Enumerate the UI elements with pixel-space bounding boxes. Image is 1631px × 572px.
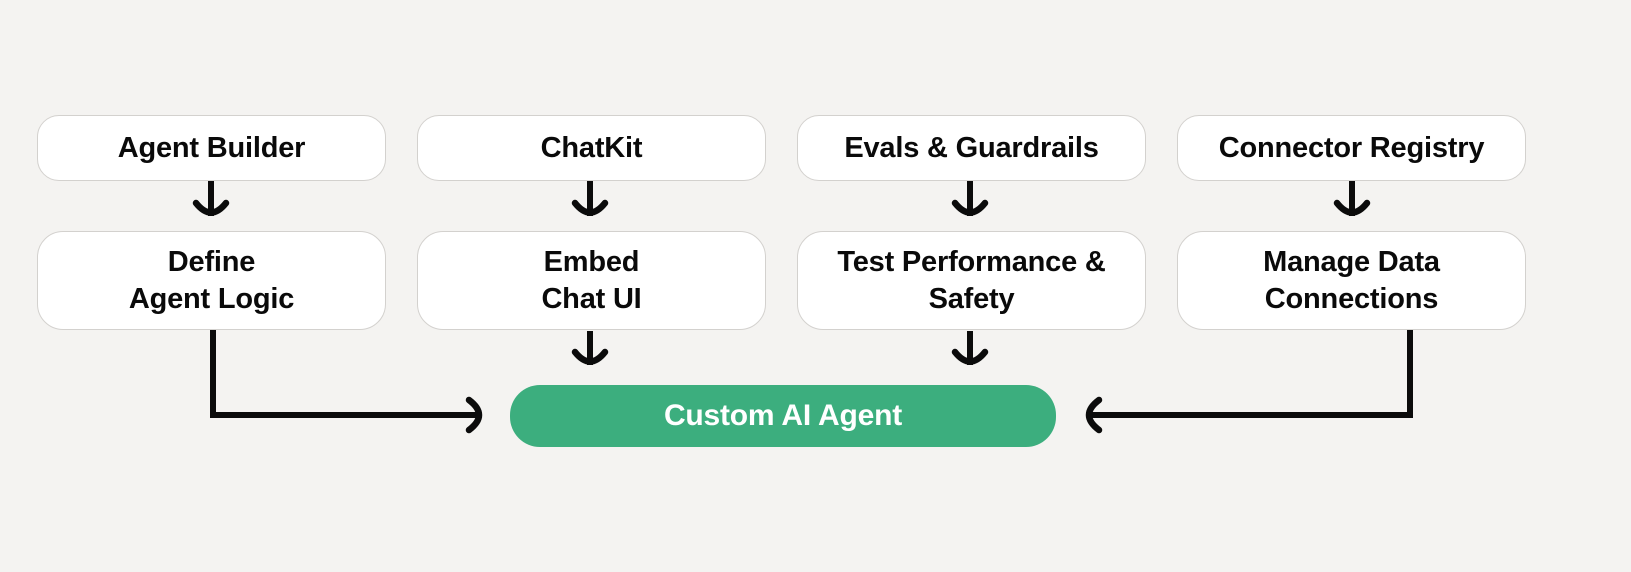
node-define-agent-logic[interactable]: Define Agent Logic bbox=[37, 231, 386, 330]
node-connector-registry-label: Connector Registry bbox=[1218, 131, 1485, 164]
node-chatkit-label: ChatKit bbox=[540, 131, 643, 164]
node-connector-registry[interactable]: Connector Registry bbox=[1177, 115, 1526, 181]
node-evals-guardrails-label: Evals & Guardrails bbox=[844, 131, 1099, 164]
node-embed-chat-ui-label: Embed Chat UI bbox=[541, 246, 642, 315]
embed-to-outcome-arrow bbox=[571, 331, 609, 365]
connector-registry-to-manage-arrow bbox=[1333, 180, 1371, 216]
node-define-agent-logic-label: Define Agent Logic bbox=[128, 246, 295, 315]
node-agent-builder-label: Agent Builder bbox=[117, 131, 306, 164]
node-test-performance-safety[interactable]: Test Performance & Safety bbox=[797, 231, 1146, 330]
node-test-performance-safety-label: Test Performance & Safety bbox=[837, 246, 1106, 315]
chatkit-to-embed-arrow bbox=[571, 180, 609, 216]
node-embed-chat-ui[interactable]: Embed Chat UI bbox=[417, 231, 766, 330]
node-custom-ai-agent-label: Custom AI Agent bbox=[663, 399, 903, 433]
test-to-outcome-arrow bbox=[951, 331, 989, 365]
node-manage-data-connections-label: Manage Data Connections bbox=[1263, 246, 1440, 315]
node-agent-builder[interactable]: Agent Builder bbox=[37, 115, 386, 181]
node-evals-guardrails[interactable]: Evals & Guardrails bbox=[797, 115, 1146, 181]
manage-to-outcome-elbow bbox=[1085, 329, 1413, 434]
node-manage-data-connections[interactable]: Manage Data Connections bbox=[1177, 231, 1526, 330]
define-to-outcome-elbow bbox=[210, 329, 483, 434]
node-custom-ai-agent[interactable]: Custom AI Agent bbox=[510, 385, 1056, 447]
agent-builder-to-define-arrow bbox=[192, 180, 230, 216]
evals-to-test-arrow bbox=[951, 180, 989, 216]
node-chatkit[interactable]: ChatKit bbox=[417, 115, 766, 181]
